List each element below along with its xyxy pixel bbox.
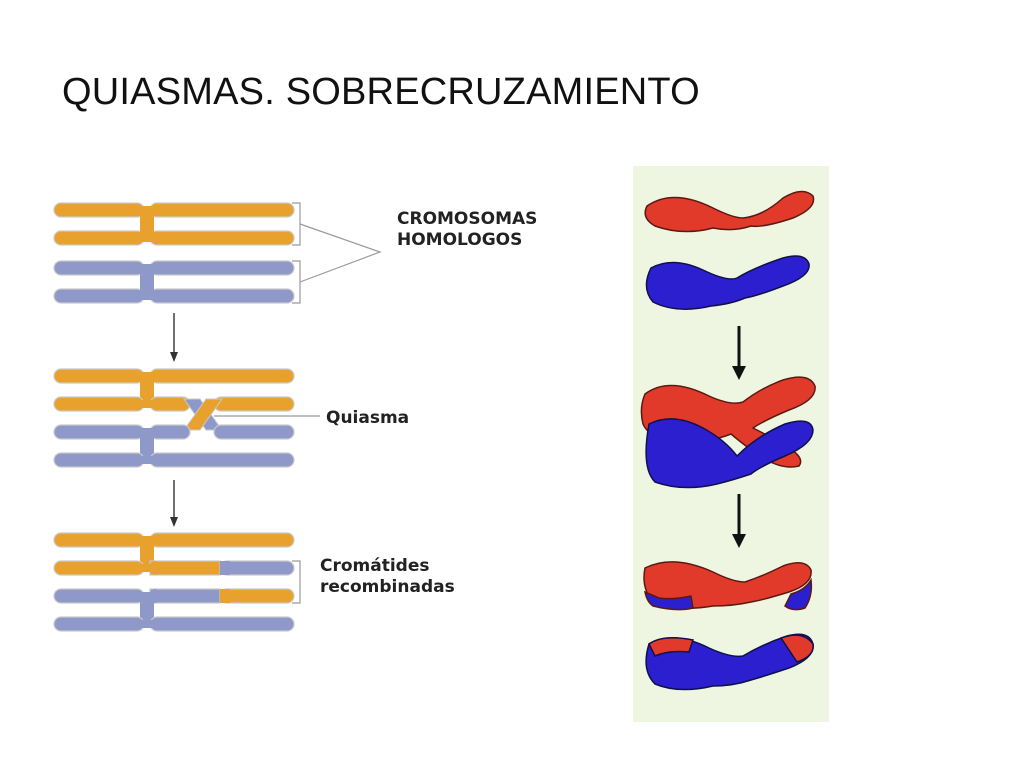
label-homologos-line-2: HOMOLOGOS [397,230,523,250]
blue-centromere [140,272,154,292]
label-recombinadas-line-2: recombinadas [320,577,455,597]
blue-chromatid [53,260,295,276]
orange-chromatid [53,532,295,548]
red-chromosome [644,190,815,233]
chromosome-illustration [640,190,816,691]
homologous-pair-stage-1 [53,202,295,304]
orange-chromatid [53,230,295,246]
arrow-down-icon [732,326,746,380]
orange-centromere [140,380,154,400]
homologos-bracket [292,202,382,304]
orange-centromere [140,214,154,234]
recombined-stage-3 [53,532,295,632]
orange-chromatid [53,202,295,218]
recombined-chromosome-2 [645,633,814,691]
blue-chromatid [53,452,295,468]
recombined-chromosome-1 [643,561,813,611]
arrow-down-icon [170,480,178,527]
blue-chromatid [53,288,295,304]
arrow-down-icon [170,313,178,362]
orange-chromatid [53,368,295,384]
schematic-diagram [53,202,382,632]
orange-centromere [140,544,154,564]
chiasma-stage-2 [53,368,295,468]
label-quiasma-text: Quiasma [326,408,410,428]
label-quiasma: Quiasma [326,408,409,429]
blue-centromere [140,436,154,456]
slide-title: QUIASMAS. SOBRECRUZAMIENTO [62,71,700,113]
label-cromatides-recombinadas: Cromátides recombinadas [320,556,455,598]
label-homologos-line-1: CROMOSOMAS [397,209,538,229]
recombinadas-bracket [292,560,301,604]
blue-chromosome [645,255,810,310]
blue-chromosome [645,418,814,489]
chromosome-illustration-panel [633,166,829,722]
arrow-down-icon [732,494,746,548]
blue-centromere [140,600,154,620]
label-cromosomas-homologos: CROMOSOMAS HOMOLOGOS [397,209,537,251]
label-recombinadas-line-1: Cromátides [320,556,430,576]
blue-chromatid [53,616,295,632]
